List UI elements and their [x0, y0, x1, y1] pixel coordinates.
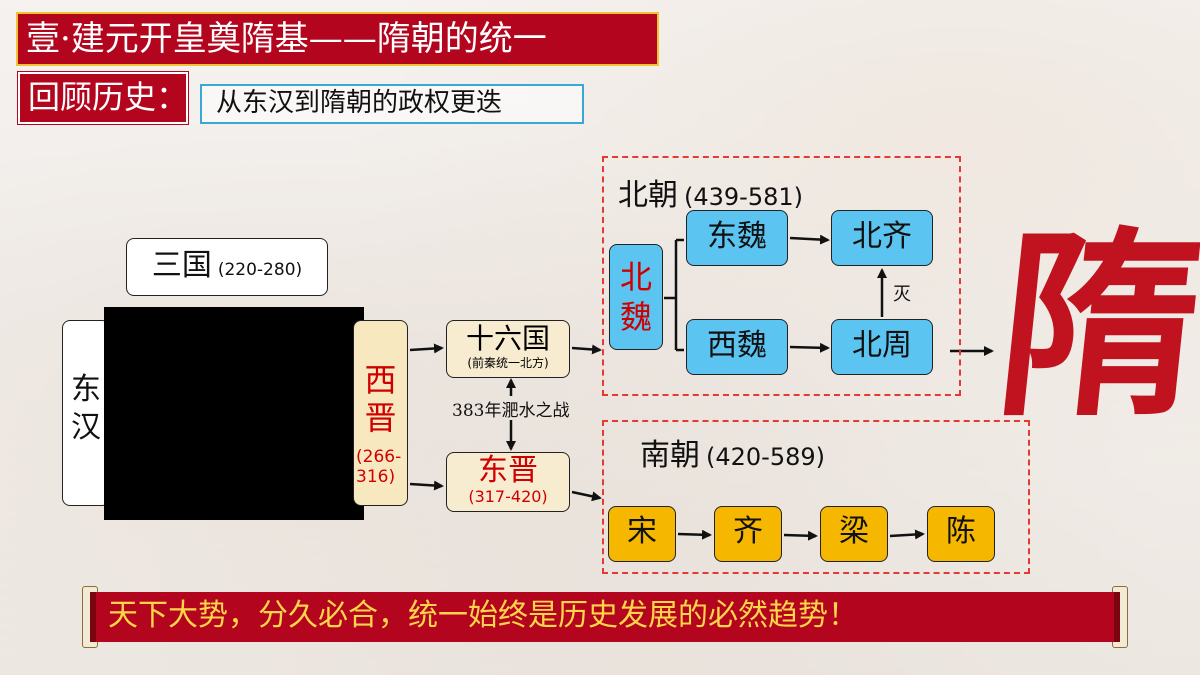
- node-xiwei: 西魏: [686, 319, 788, 375]
- arrow-xiwei-to-beizhou: [789, 342, 830, 353]
- node-liang: 梁: [820, 506, 888, 562]
- node-beizhou: 北周: [831, 319, 933, 375]
- node-dongwei: 东魏: [686, 210, 788, 266]
- slide-title: 壹·建元开皇奠隋基——隋朝的统一: [16, 12, 659, 66]
- redaction-block: [104, 307, 364, 520]
- xijin-years: (266-316): [356, 447, 402, 487]
- mie-label: 灭: [893, 284, 911, 305]
- arrow-dongwei-to-beiqi: [789, 234, 830, 245]
- sui-calligraphy: 隋: [987, 209, 1200, 444]
- arrow-xijin-to-dongjin: [409, 480, 444, 491]
- node-dongjin: 东晋 (317-420): [446, 452, 570, 512]
- node-qi: 齐: [714, 506, 782, 562]
- conclusion-banner: 天下大势，分久必合，统一始终是历史发展的必然趋势！: [90, 592, 1120, 642]
- nanchao-label: 南朝(420-589): [640, 430, 825, 474]
- node-xijin: 西晋 (266-316): [353, 320, 408, 506]
- dongjin-name: 东晋: [478, 453, 538, 488]
- node-beiqi: 北齐: [831, 210, 933, 266]
- dongjin-years: (317-420): [468, 487, 548, 506]
- arrow-liang-to-chen: [889, 529, 925, 540]
- node-sanguo: 三国(220-280): [126, 238, 328, 296]
- node-beiwei: 北魏: [609, 244, 663, 350]
- shiliuguo-name: 十六国: [465, 322, 550, 355]
- beichao-frame: [602, 156, 961, 396]
- shiliuguo-note: (前秦统一北方): [467, 356, 549, 370]
- arrow-song-to-qi: [677, 529, 712, 540]
- node-donghan: 东汉: [62, 320, 110, 506]
- arrow-dongjin-to-nanchao: [571, 490, 602, 502]
- xijin-name: 西晋: [364, 361, 397, 437]
- node-song: 宋: [608, 506, 676, 562]
- beichao-label: 北朝(439-581): [618, 170, 803, 214]
- sanguo-name: 三国: [151, 248, 212, 283]
- beichao-name: 北朝: [618, 178, 678, 213]
- beiwei-split: [664, 238, 684, 352]
- subtitle-box: 从东汉到隋朝的政权更迭: [200, 84, 584, 124]
- beichao-years: (439-581): [684, 183, 804, 211]
- arrow-xijin-to-shiliuguo: [409, 343, 444, 354]
- nanchao-name: 南朝: [640, 438, 700, 473]
- nanchao-frame: [602, 420, 1030, 574]
- arrow-shiliuguo-to-beichao: [571, 344, 602, 355]
- arrow-qi-to-liang: [783, 530, 818, 541]
- sanguo-years: (220-280): [217, 260, 303, 280]
- review-label: 回顾历史：: [17, 71, 189, 125]
- node-shiliuguo: 十六国 (前秦统一北方): [446, 320, 570, 378]
- nanchao-years: (420-589): [706, 443, 826, 471]
- node-chen: 陈: [927, 506, 995, 562]
- battle-label: 383年淝水之战: [452, 401, 570, 421]
